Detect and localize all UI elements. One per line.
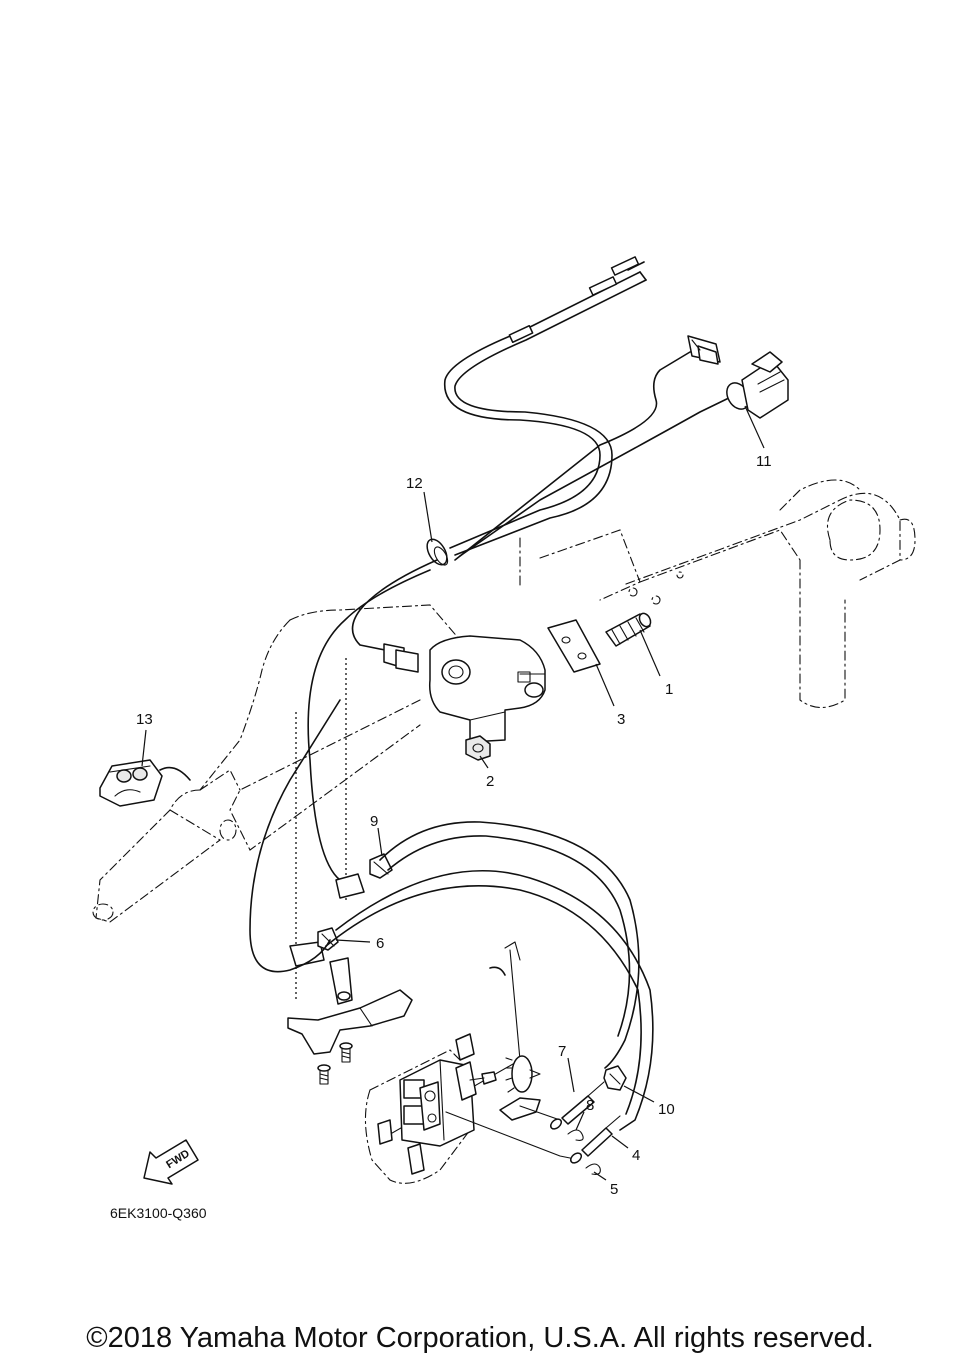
part-code: 6EK3100-Q360 [110,1205,207,1221]
part-3-plate [547,619,601,673]
cable-band-12 [426,538,449,566]
part-2-nut [465,735,491,761]
callout-11: 11 [756,453,772,470]
linkage-assembly [364,941,581,1184]
callout-12: 12 [406,475,423,492]
screw [339,1042,353,1063]
callout-13: 13 [136,711,153,728]
connector-small [687,335,721,365]
copyright-notice: ©2018 Yamaha Motor Corporation, U.S.A. A… [86,1322,874,1354]
wire-harness [307,335,789,886]
cable-end-4 [569,1115,621,1164]
steering-bracket [428,635,546,743]
steering-tiller-dashed [92,479,916,923]
cable-end-7 [549,1081,605,1130]
clip-10 [603,1065,627,1091]
part-13-switch [99,759,191,807]
callout-8: 8 [586,1097,594,1114]
bolt [469,1071,497,1085]
connector-mid [383,643,419,673]
callout-3: 3 [617,711,625,728]
callout-9: 9 [370,813,378,830]
leader-lines [141,405,765,1181]
callout-1: 1 [665,681,673,698]
callout-numbers: 1 2 3 4 5 6 7 8 9 10 11 12 13 [136,453,772,1198]
callout-7: 7 [558,1043,566,1060]
clip-8 [567,1129,584,1141]
callout-5: 5 [610,1181,618,1198]
bracket-assembly [287,658,413,1085]
callout-6: 6 [376,935,384,952]
clamp-6 [317,927,339,951]
clip-5 [585,1163,601,1175]
shift-throttle-cables [249,699,654,1131]
screw [317,1064,331,1085]
forward-arrow: FWD [143,1139,199,1185]
part-1-bolt [605,612,652,647]
callout-10: 10 [658,1101,675,1118]
callout-2: 2 [486,773,494,790]
control-cables [443,256,647,556]
connector-11 [726,351,789,419]
callout-4: 4 [632,1147,640,1164]
clamp-9 [369,853,393,879]
gear [505,1055,541,1093]
